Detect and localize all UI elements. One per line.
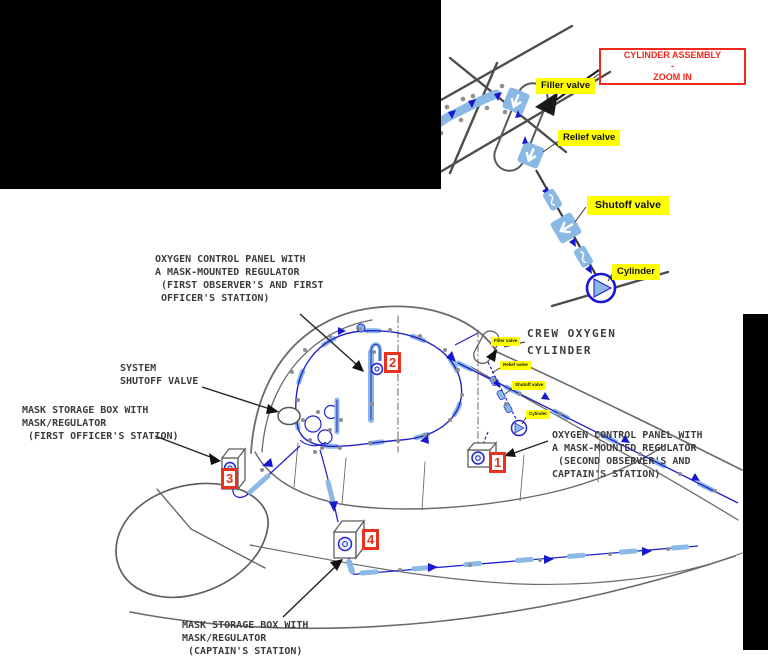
filler-valve-icon xyxy=(502,87,530,115)
mini-shutoff-valve-label: Shutoff valve xyxy=(512,381,547,390)
system-shutoff-valve-cluster xyxy=(201,386,343,495)
caption-crew-oxygen-cylinder: CREW OXYGEN CYLINDER xyxy=(527,327,617,357)
shutoff-valve-label: Shutoff valve xyxy=(587,196,669,215)
filler-valve-pointer-arrow xyxy=(486,349,497,362)
crew-oxygen-cylinder-chain xyxy=(454,330,528,437)
relief-valve-label: Relief valve xyxy=(558,130,621,146)
caption-oxygen-panel-second: OXYGEN CONTROL PANEL WITH A MASK-MOUNTED… xyxy=(552,430,703,480)
caption-mask-box-first-officer: MASK STORAGE BOX WITH MASK/REGULATOR (FI… xyxy=(22,405,179,442)
cylinder-icon xyxy=(585,272,617,304)
panel-2-leader-arrow xyxy=(299,313,364,372)
zoom-pipe-to-cylinder xyxy=(535,169,617,304)
callout-2: 2 xyxy=(384,352,402,373)
capsule-flow-arrows xyxy=(515,110,528,144)
aircraft-outline xyxy=(115,305,743,630)
regulator-icon xyxy=(337,536,353,552)
caption-system-shutoff-valve: SYSTEM SHUTOFF VALVE xyxy=(120,363,199,387)
zoom-box-leader-arrow xyxy=(535,69,614,282)
oxygen-panel-2 xyxy=(368,342,384,423)
flow-arrows-main xyxy=(338,327,456,444)
mini-cylinder-label: Cylinder xyxy=(526,410,551,419)
cylinder-label: Cylinder xyxy=(612,264,661,280)
mask-storage-box-4 xyxy=(282,449,701,618)
shutoff-valve-icon xyxy=(550,212,582,244)
inline-valve-icon-2 xyxy=(573,245,593,268)
redaction-top-left xyxy=(0,0,441,189)
oxygen-panel-1 xyxy=(466,431,549,469)
regulator-icon xyxy=(370,362,384,376)
filler-valve-label: Filler valve xyxy=(536,78,596,94)
pipe-clamp-dots-main xyxy=(260,327,717,572)
mini-relief-valve-label: Relief valve xyxy=(500,361,531,370)
redaction-right-bar xyxy=(743,314,768,650)
caption-mask-box-captain: MASK STORAGE BOX WITH MASK/REGULATOR (CA… xyxy=(182,620,309,657)
callout-1: 1 xyxy=(489,452,507,473)
regulator-icon xyxy=(471,451,485,465)
callout-3: 3 xyxy=(221,468,239,489)
mini-filler-valve-label: Filler valve xyxy=(491,337,521,346)
flow-arrow-icons xyxy=(448,92,502,119)
inline-valve-icon xyxy=(542,188,562,211)
relief-valve-icon xyxy=(517,141,545,169)
caption-oxygen-panel-first: OXYGEN CONTROL PANEL WITH A MASK-MOUNTED… xyxy=(155,254,324,304)
oxygen-piping-loop xyxy=(293,323,465,449)
system-shutoff-valve-icon xyxy=(277,406,301,426)
cylinder-assembly-zoom-title: CYLINDER ASSEMBLY - ZOOM IN xyxy=(599,48,746,85)
pipe-clamp-dots xyxy=(438,83,508,136)
zoom-pipe-cluster xyxy=(428,83,508,136)
callout-4: 4 xyxy=(362,529,380,550)
pipe-right-diagonal xyxy=(455,360,741,506)
